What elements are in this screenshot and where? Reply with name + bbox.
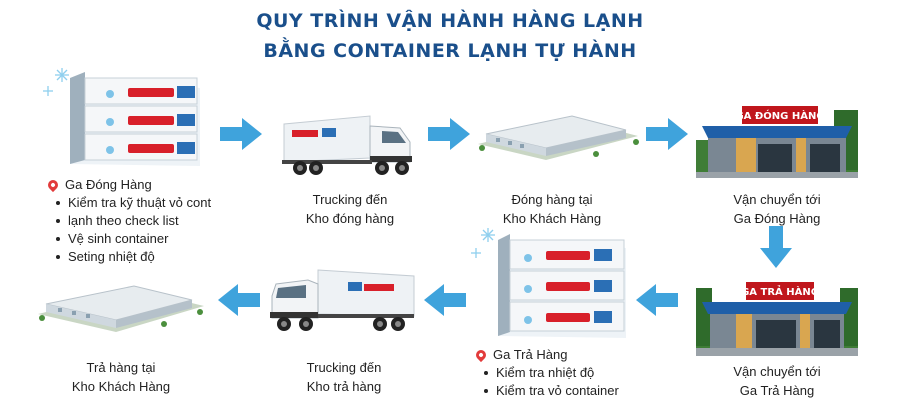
location-pin-icon: [473, 347, 489, 363]
gatra-notes: Ga Trả Hàng Kiểm tra nhiệt độ Kiểm tra v…: [473, 346, 656, 400]
sign-gatra: GA TRẢ HÀNG: [741, 284, 819, 298]
title-line-2: BẰNG CONTAINER LẠNH TỰ HÀNH: [263, 40, 637, 62]
gadong-note-1: Kiểm tra kỹ thuật vỏ cont: [56, 194, 258, 212]
snowflake-icon: [43, 68, 69, 96]
stacked-containers-illustration-1: [43, 68, 200, 166]
gadong-note-3: Vệ sinh container: [56, 230, 258, 248]
gatra-heading: Ga Trả Hàng: [493, 347, 568, 362]
warehouse-illustration-2: [38, 285, 204, 332]
gadong-note-4: Seting nhiệt độ: [56, 248, 258, 266]
arrow-left-icon: [636, 284, 678, 316]
station-illustration-gadong: GA ĐÓNG HÀNG: [696, 106, 858, 178]
arrow-left-icon: [218, 284, 260, 316]
gadong-notes: Ga Đóng Hàng Kiểm tra kỹ thuật vỏ cont l…: [45, 176, 258, 266]
stacked-containers-illustration-2: [471, 228, 626, 338]
gadong-heading: Ga Đóng Hàng: [65, 177, 152, 192]
arrow-left-icon: [424, 284, 466, 316]
arrow-down-icon: [760, 226, 792, 268]
reefer-truck-illustration-1: [282, 115, 412, 175]
location-pin-icon: [45, 177, 61, 193]
arrow-right-icon: [428, 118, 470, 150]
warehouse-illustration-1: [478, 115, 639, 160]
reefer-truck-illustration-2: [270, 269, 415, 331]
gadong-note-2: lạnh theo check list: [56, 212, 258, 230]
gatra-note-2: Kiểm tra vỏ container: [484, 382, 656, 400]
gatra-note-1: Kiểm tra nhiệt độ: [484, 364, 656, 382]
arrow-right-icon: [220, 118, 262, 150]
arrow-right-icon: [646, 118, 688, 150]
station-illustration-gatra: GA TRẢ HÀNG: [696, 282, 858, 356]
title-line-1: QUY TRÌNH VẬN HÀNH HÀNG LẠNH: [256, 10, 644, 32]
sign-gadong: GA ĐÓNG HÀNG: [735, 109, 824, 122]
snowflake-icon: [471, 228, 495, 258]
